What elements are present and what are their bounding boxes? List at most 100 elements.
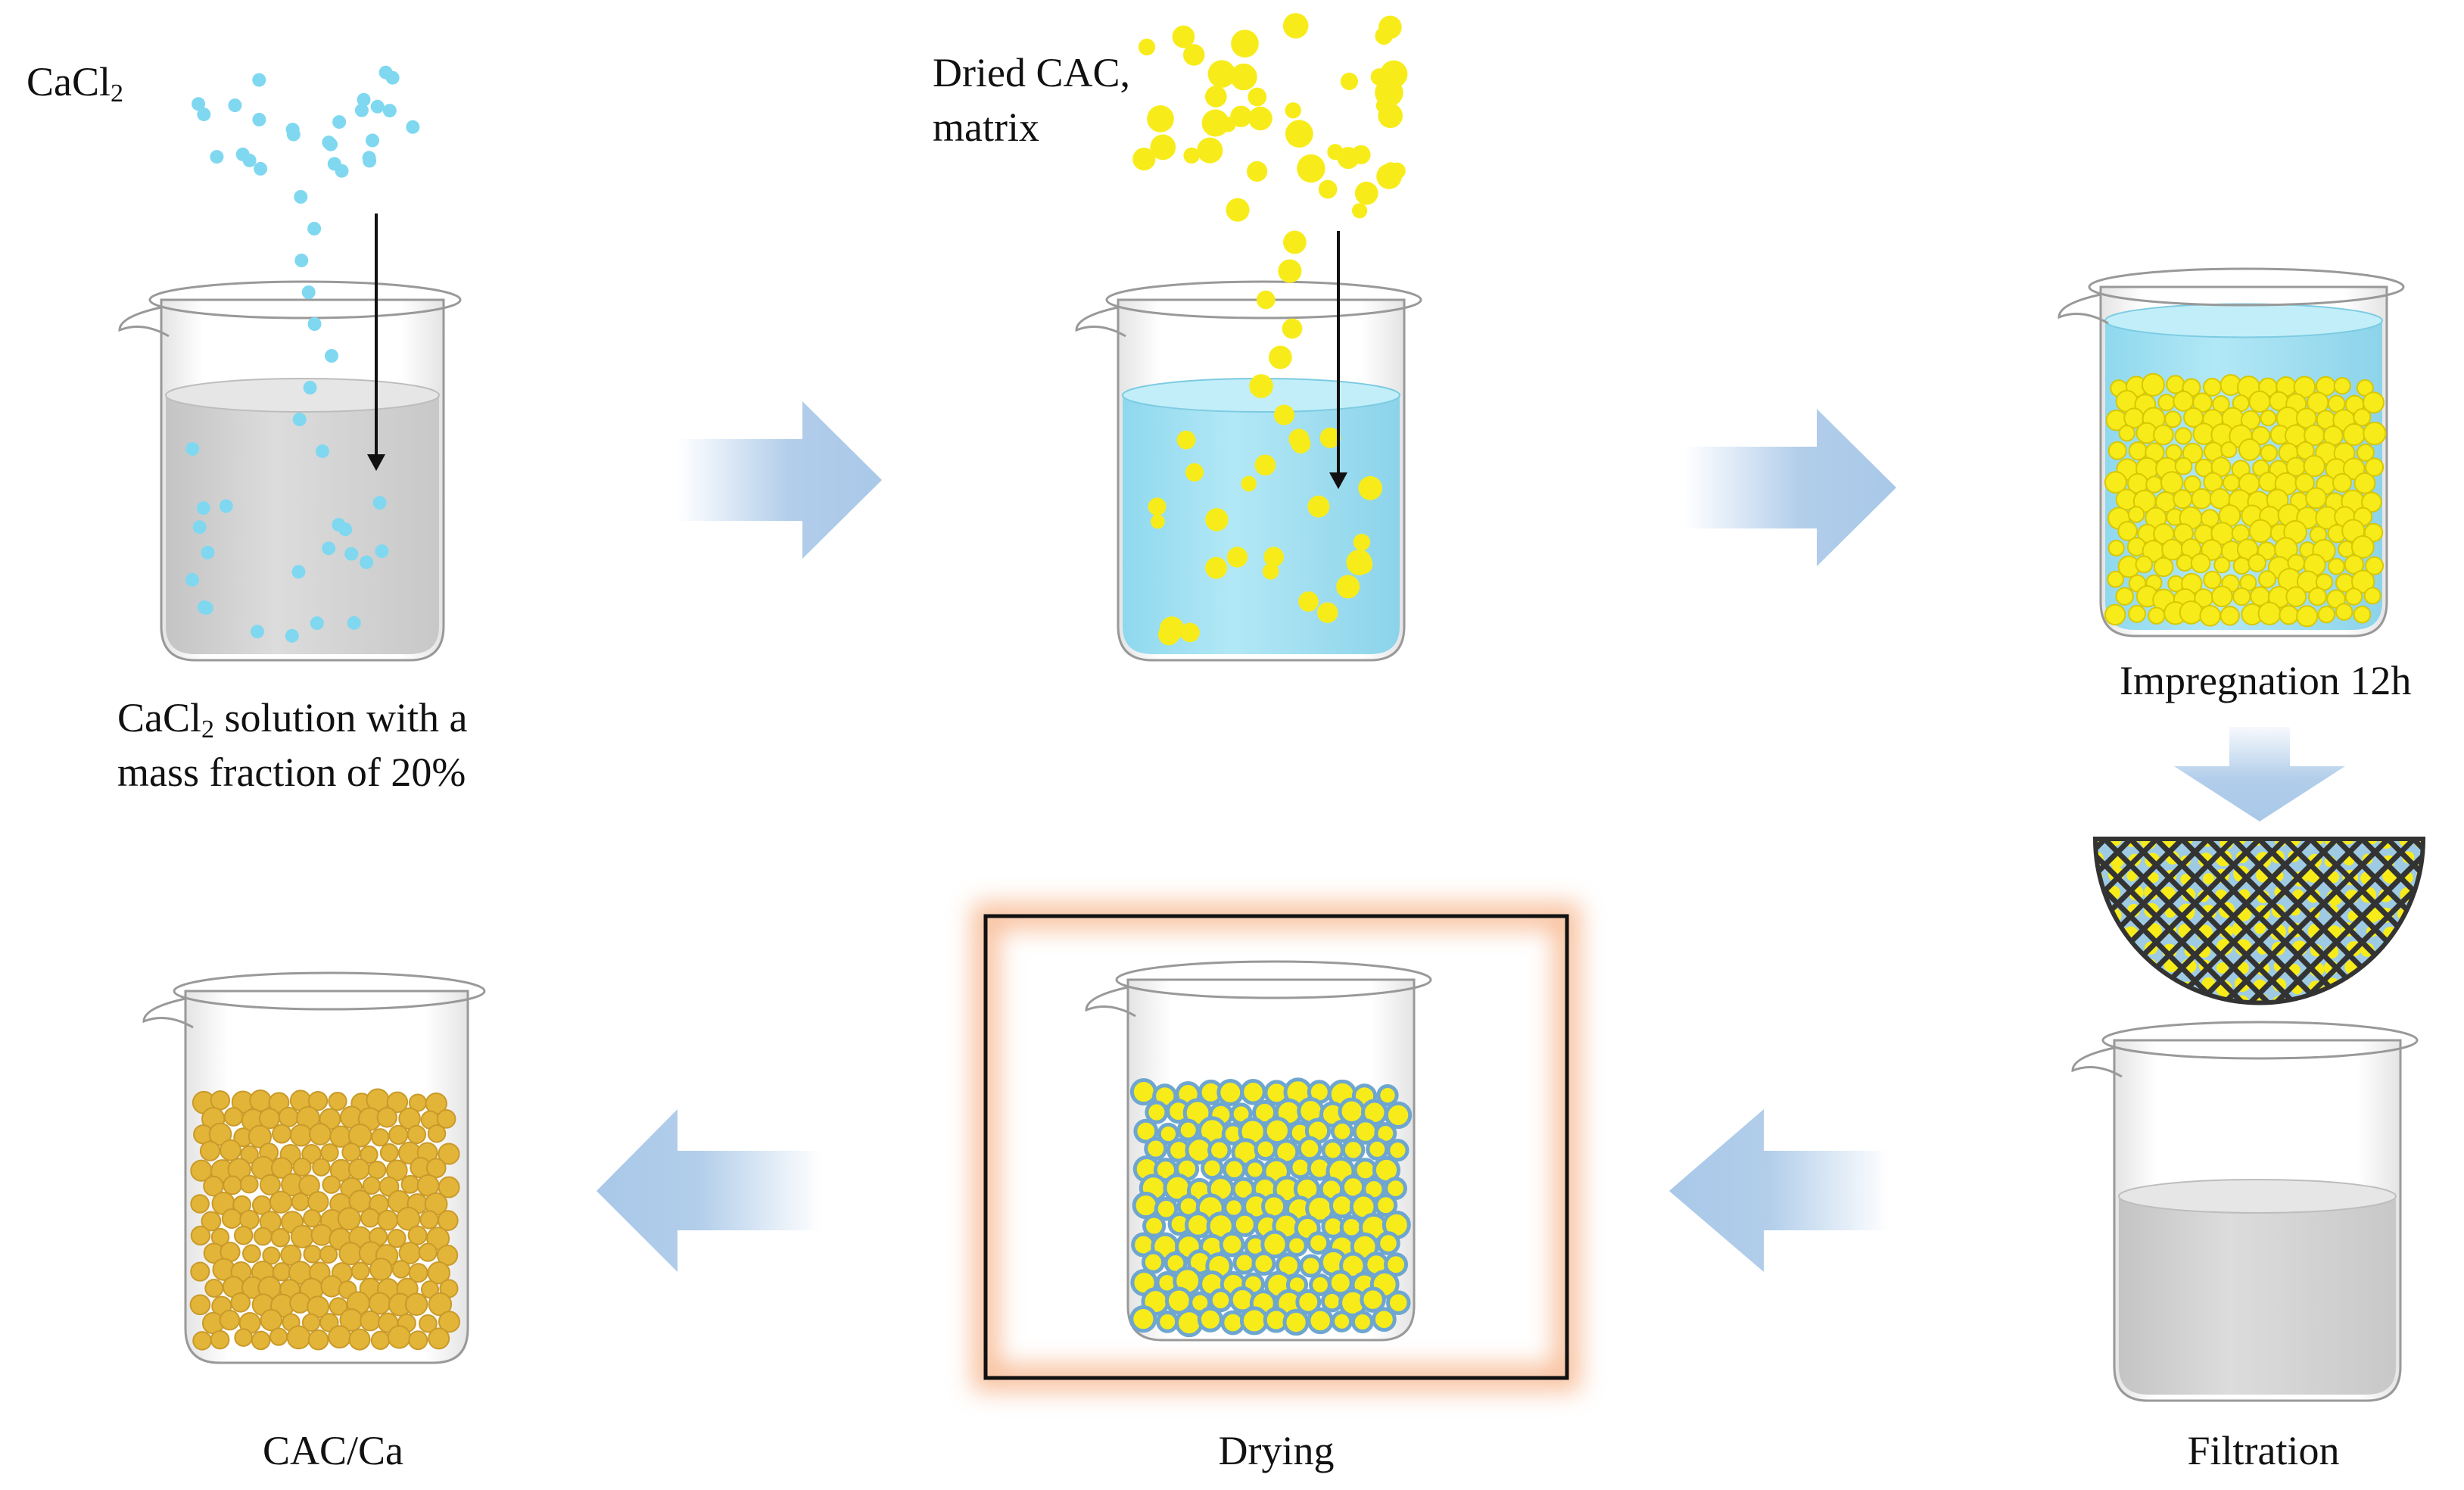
impregnated-particles-particle xyxy=(2257,601,2282,625)
cac-particle xyxy=(1269,345,1292,369)
product-particles-particle xyxy=(438,1311,460,1333)
mesh-particle xyxy=(2419,906,2423,920)
impregnated-particles-particle xyxy=(2248,519,2272,543)
impregnated-particles-particle xyxy=(2248,390,2271,413)
product-particles-particle xyxy=(289,1124,313,1147)
impregnated-particles-particle xyxy=(2344,554,2364,575)
product-particles-particle xyxy=(438,1176,460,1199)
impregnated-particles-particle xyxy=(2135,555,2154,574)
mesh-particle xyxy=(2365,978,2379,993)
coated-particles-particle xyxy=(1372,1307,1397,1333)
cacl2-particle xyxy=(301,285,316,299)
impregnated-particles-particle xyxy=(2190,553,2211,574)
impregnated-particles-particle xyxy=(2115,587,2134,606)
impregnated-particles-particle xyxy=(2232,556,2251,575)
mesh-particle xyxy=(2126,870,2138,881)
mesh-particle xyxy=(2184,996,2196,1003)
product-particles-particle xyxy=(253,1227,273,1246)
cacl2-particle xyxy=(307,317,322,331)
coated-particles-particle xyxy=(1285,1234,1308,1258)
cac-particle xyxy=(1172,25,1195,48)
impregnated-particles-particle xyxy=(2294,472,2315,493)
product-particles-particle xyxy=(369,1258,393,1281)
product-particles-particle xyxy=(420,1280,440,1299)
impregnated-particles-particle xyxy=(2104,471,2127,494)
product-particles-particle xyxy=(259,1174,281,1195)
impregnated-particles-particle xyxy=(2157,393,2176,412)
product-particles-particle xyxy=(223,1107,244,1127)
product-particles-particle xyxy=(269,1327,288,1346)
cacl2-particle xyxy=(325,349,338,363)
label-dried-cac-line1: Dried CAC, xyxy=(933,50,1130,95)
cac-particle xyxy=(1148,497,1167,516)
product-particles-particle xyxy=(310,1223,333,1246)
impregnated-particles-particle xyxy=(2251,425,2271,446)
coated-particles-particle xyxy=(1244,1158,1266,1181)
arrow-right-1-icon xyxy=(678,401,882,559)
cac-particle xyxy=(1205,556,1228,579)
product-particles-particle xyxy=(396,1206,421,1231)
impregnated-particles-particle xyxy=(2353,605,2372,624)
product-particles-particle xyxy=(307,1191,329,1213)
impregnated-particles-particle xyxy=(2107,539,2125,556)
cacl2-particle xyxy=(242,153,257,167)
product-particles-particle xyxy=(272,1124,292,1144)
cac-falling-particles xyxy=(1132,13,1408,646)
cacl2-particle xyxy=(357,92,371,107)
cacl2-particle xyxy=(366,133,379,148)
impregnated-particles-particle xyxy=(2153,556,2174,578)
coated-particles-particle xyxy=(1141,1250,1166,1274)
product-particles-particle xyxy=(210,1329,230,1350)
coated-particles-particle xyxy=(1133,1118,1159,1144)
coated-particles-particle xyxy=(1320,1290,1344,1313)
impregnated-particles-particle xyxy=(2210,585,2233,608)
cac-particle xyxy=(1378,103,1403,129)
impregnated-particles-particle xyxy=(2293,376,2316,399)
product-particles-particle xyxy=(240,1145,259,1164)
cac-particle xyxy=(1318,179,1338,199)
product-particles-particle xyxy=(270,1227,291,1248)
process-arrows xyxy=(597,401,2345,1272)
cac-particle xyxy=(1207,60,1236,88)
product-particles-particle xyxy=(418,1242,438,1262)
cacl2-particle xyxy=(254,161,268,176)
cacl2-particle xyxy=(291,565,306,579)
product-particles-particle xyxy=(192,1331,212,1351)
coated-particles-particle xyxy=(1197,1306,1223,1333)
cacl2-particle xyxy=(375,544,389,559)
cac-particle xyxy=(1316,602,1338,623)
cac-particle xyxy=(1288,429,1310,450)
product-particles-particle xyxy=(407,1225,428,1245)
mesh-particle xyxy=(2360,993,2376,1003)
cac-particle xyxy=(1340,72,1358,91)
cacl2-particle xyxy=(327,157,341,171)
impregnated-particles-particle xyxy=(2333,377,2351,395)
product-particles-particle xyxy=(223,1175,242,1195)
product-particles-particle xyxy=(426,1227,450,1251)
mesh-particle xyxy=(2381,979,2397,995)
coated-particles-particle xyxy=(1132,1192,1160,1220)
cacl2-particle xyxy=(307,222,322,235)
product-particles-particle xyxy=(239,1174,259,1194)
cac-particle xyxy=(1230,105,1252,128)
label-dried-cac-line2: matrix xyxy=(933,104,1039,150)
impregnated-particles-particle xyxy=(2353,472,2376,494)
label-cacl2: CaCl2 xyxy=(26,59,124,108)
product-particles-particle xyxy=(338,1242,363,1266)
cacl2-particle xyxy=(251,625,264,639)
cac-particle xyxy=(1376,164,1402,189)
cac-particle xyxy=(1180,622,1200,643)
pour-arrows xyxy=(367,214,1347,489)
cac-particle xyxy=(1147,105,1174,132)
impregnated-particles-particle xyxy=(2182,442,2204,464)
coated-particles-particle xyxy=(1282,1308,1310,1336)
impregnated-particles-particle xyxy=(2260,410,2277,427)
cac-particle xyxy=(1183,147,1200,164)
product-particles-particle xyxy=(437,1210,459,1231)
mesh-particle xyxy=(2107,996,2120,1003)
impregnated-particles-particle xyxy=(2183,475,2201,494)
coated-particles-particle xyxy=(1307,1231,1331,1255)
product-particles-particle xyxy=(307,1329,329,1351)
impregnated-particles-particle xyxy=(2219,606,2240,626)
cacl2-particle xyxy=(360,555,374,569)
